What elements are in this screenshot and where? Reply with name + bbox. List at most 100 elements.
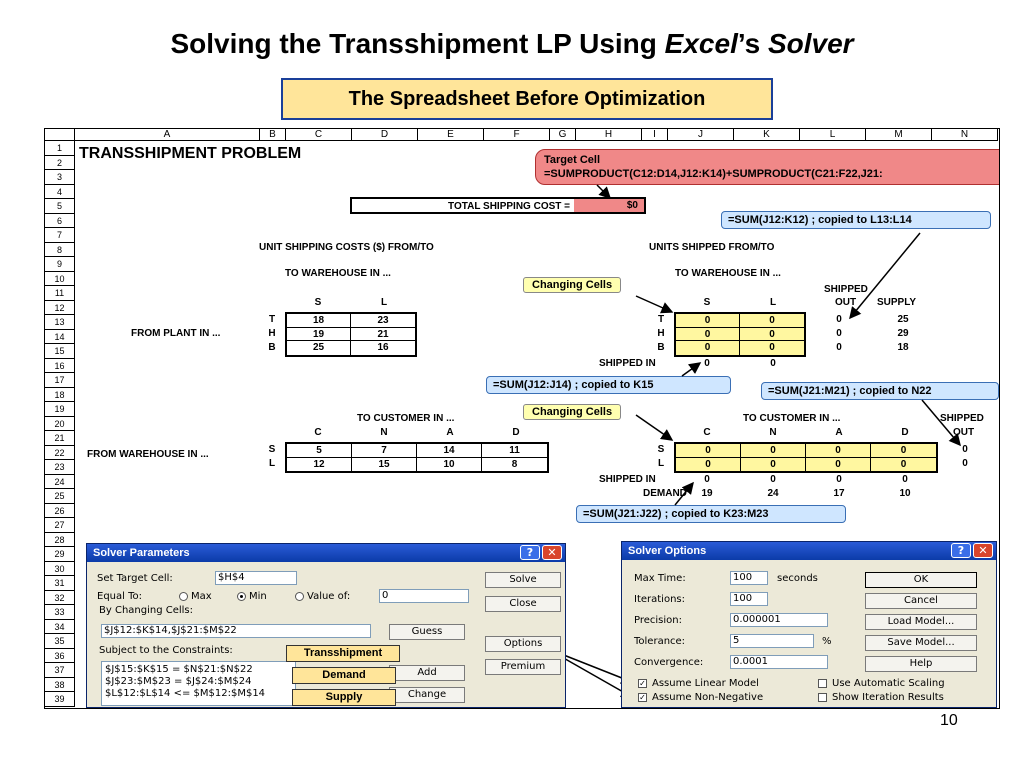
tolerance-input[interactable]: 5 bbox=[730, 634, 814, 648]
constraint-3[interactable]: $L$12:$L$14 <= $M$12:$M$14 bbox=[105, 688, 266, 699]
plantFlowGrid-cell[interactable]: 0 bbox=[676, 314, 740, 328]
row-header-1[interactable]: 1 bbox=[45, 141, 75, 156]
close-icon[interactable]: ✕ bbox=[542, 545, 562, 560]
column-header-f[interactable]: F bbox=[484, 129, 550, 141]
plantFlowGrid-cell[interactable]: 0 bbox=[740, 327, 804, 342]
help-button[interactable]: Help bbox=[865, 656, 977, 672]
whCostGrid-cell[interactable]: 12 bbox=[287, 457, 352, 471]
total-cost-cell[interactable]: $0 bbox=[574, 199, 644, 212]
row-header-26[interactable]: 26 bbox=[45, 503, 75, 518]
row-header-36[interactable]: 36 bbox=[45, 648, 75, 663]
whCostGrid-cell[interactable]: 11 bbox=[482, 444, 547, 458]
close-icon[interactable]: ✕ bbox=[973, 543, 993, 558]
row-header-21[interactable]: 21 bbox=[45, 431, 75, 446]
whFlowGrid-cell[interactable]: 0 bbox=[741, 457, 806, 471]
target-cell-input[interactable]: $H$4 bbox=[215, 571, 297, 585]
row-header-30[interactable]: 30 bbox=[45, 561, 75, 576]
row-header-5[interactable]: 5 bbox=[45, 199, 75, 214]
row-header-34[interactable]: 34 bbox=[45, 619, 75, 634]
close-button[interactable]: Close bbox=[485, 596, 561, 612]
plantCostGrid-cell[interactable]: 19 bbox=[287, 327, 351, 342]
save-model-button[interactable]: Save Model... bbox=[865, 635, 977, 651]
column-header-k[interactable]: K bbox=[734, 129, 800, 141]
change-button[interactable]: Change bbox=[389, 687, 465, 703]
show-iter-checkbox[interactable] bbox=[818, 693, 827, 702]
whCostGrid-cell[interactable]: 14 bbox=[417, 444, 482, 458]
precision-input[interactable]: 0.000001 bbox=[730, 613, 828, 627]
row-header-12[interactable]: 12 bbox=[45, 300, 75, 315]
cancel-button[interactable]: Cancel bbox=[865, 593, 977, 609]
add-button[interactable]: Add bbox=[389, 665, 465, 681]
whCostGrid-cell[interactable]: 15 bbox=[352, 457, 417, 471]
row-header-31[interactable]: 31 bbox=[45, 576, 75, 591]
row-header-6[interactable]: 6 bbox=[45, 213, 75, 228]
row-header-22[interactable]: 22 bbox=[45, 445, 75, 460]
whFlowGrid-cell[interactable]: 0 bbox=[741, 444, 806, 458]
max-radio[interactable] bbox=[179, 592, 188, 601]
row-header-4[interactable]: 4 bbox=[45, 184, 75, 199]
plantCostGrid-cell[interactable]: 25 bbox=[287, 341, 351, 356]
whCostGrid-cell[interactable]: 10 bbox=[417, 457, 482, 471]
assume-nonneg-checkbox[interactable]: ✓ bbox=[638, 693, 647, 702]
column-header-i[interactable]: I bbox=[642, 129, 668, 141]
column-header-g[interactable]: G bbox=[550, 129, 576, 141]
row-header-15[interactable]: 15 bbox=[45, 344, 75, 359]
whFlowGrid-cell[interactable]: 0 bbox=[676, 457, 741, 471]
whCostGrid-cell[interactable]: 7 bbox=[352, 444, 417, 458]
column-header-c[interactable]: C bbox=[286, 129, 352, 141]
row-header-3[interactable]: 3 bbox=[45, 170, 75, 185]
row-header-9[interactable]: 9 bbox=[45, 257, 75, 272]
plantCostGrid-cell[interactable]: 16 bbox=[377, 342, 389, 354]
row-header-18[interactable]: 18 bbox=[45, 387, 75, 402]
premium-button[interactable]: Premium bbox=[485, 659, 561, 675]
column-header-b[interactable]: B bbox=[260, 129, 286, 141]
select-all-corner[interactable] bbox=[45, 129, 75, 141]
row-header-29[interactable]: 29 bbox=[45, 547, 75, 562]
whFlowGrid-cell[interactable]: 0 bbox=[806, 457, 871, 471]
row-header-35[interactable]: 35 bbox=[45, 634, 75, 649]
value-of-radio[interactable] bbox=[295, 592, 304, 601]
column-header-a[interactable]: A bbox=[75, 129, 260, 141]
min-radio[interactable] bbox=[237, 592, 246, 601]
help-icon[interactable]: ? bbox=[951, 543, 971, 558]
row-header-23[interactable]: 23 bbox=[45, 460, 75, 475]
row-header-32[interactable]: 32 bbox=[45, 590, 75, 605]
row-header-38[interactable]: 38 bbox=[45, 677, 75, 692]
whCostGrid-cell[interactable]: 5 bbox=[287, 444, 352, 458]
column-header-m[interactable]: M bbox=[866, 129, 932, 141]
row-header-39[interactable]: 39 bbox=[45, 692, 75, 707]
column-header-d[interactable]: D bbox=[352, 129, 418, 141]
iterations-input[interactable]: 100 bbox=[730, 592, 768, 606]
constraints-list[interactable]: $J$15:$K$15 = $N$21:$N$22 $J$23:$M$23 = … bbox=[101, 661, 296, 706]
row-header-17[interactable]: 17 bbox=[45, 373, 75, 388]
guess-button[interactable]: Guess bbox=[389, 624, 465, 640]
plantFlowGrid-cell[interactable]: 0 bbox=[676, 327, 740, 342]
row-header-10[interactable]: 10 bbox=[45, 271, 75, 286]
value-of-input[interactable]: 0 bbox=[379, 589, 469, 603]
constraint-2[interactable]: $J$23:$M$23 = $J$24:$M$24 bbox=[105, 676, 252, 687]
row-header-33[interactable]: 33 bbox=[45, 605, 75, 620]
load-model-button[interactable]: Load Model... bbox=[865, 614, 977, 630]
solve-button[interactable]: Solve bbox=[485, 572, 561, 588]
help-icon[interactable]: ? bbox=[520, 545, 540, 560]
row-header-2[interactable]: 2 bbox=[45, 155, 75, 170]
whFlowGrid-cell[interactable]: 0 bbox=[871, 444, 936, 458]
row-header-16[interactable]: 16 bbox=[45, 358, 75, 373]
whFlowGrid-cell[interactable]: 0 bbox=[676, 444, 741, 458]
row-header-27[interactable]: 27 bbox=[45, 518, 75, 533]
row-header-8[interactable]: 8 bbox=[45, 242, 75, 257]
max-time-input[interactable]: 100 bbox=[730, 571, 768, 585]
row-header-25[interactable]: 25 bbox=[45, 489, 75, 504]
constraint-1[interactable]: $J$15:$K$15 = $N$21:$N$22 bbox=[105, 664, 253, 675]
row-header-19[interactable]: 19 bbox=[45, 402, 75, 417]
row-header-28[interactable]: 28 bbox=[45, 532, 75, 547]
assume-linear-checkbox[interactable]: ✓ bbox=[638, 679, 647, 688]
plantFlowGrid-cell[interactable]: 0 bbox=[740, 341, 804, 356]
row-header-7[interactable]: 7 bbox=[45, 228, 75, 243]
column-header-j[interactable]: J bbox=[668, 129, 734, 141]
whFlowGrid-cell[interactable]: 0 bbox=[871, 457, 936, 471]
row-header-14[interactable]: 14 bbox=[45, 329, 75, 344]
column-header-n[interactable]: N bbox=[932, 129, 998, 141]
plantFlowGrid-cell[interactable]: 0 bbox=[676, 341, 740, 356]
row-header-11[interactable]: 11 bbox=[45, 286, 75, 301]
